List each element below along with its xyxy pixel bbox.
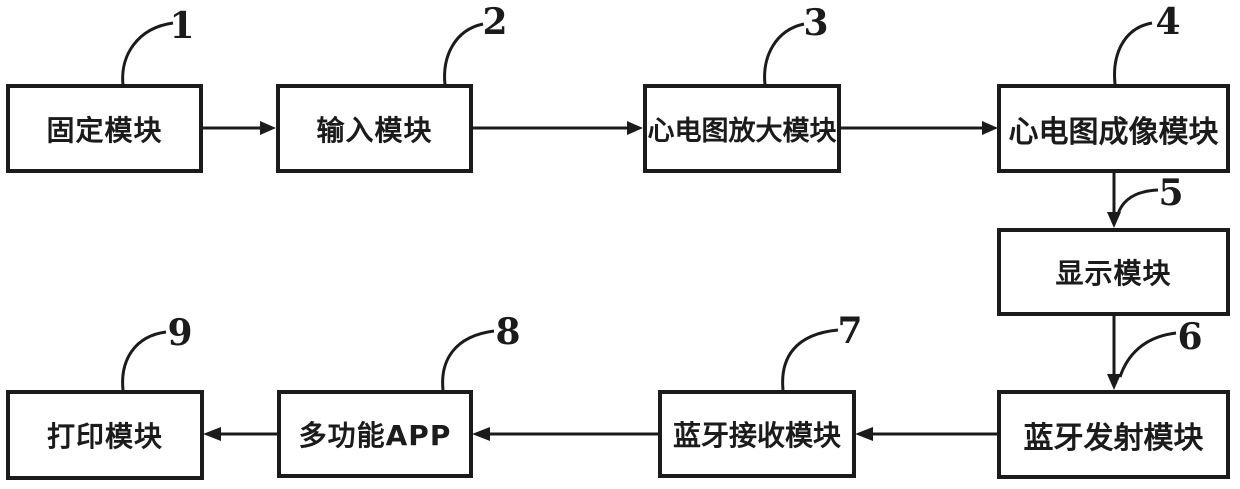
callout-number-9: 9 [167, 312, 193, 354]
leader-line-9 [121, 330, 167, 391]
arrow-5-to-6 [1107, 315, 1121, 390]
module-label: 输入模块 [316, 113, 433, 147]
module-box-fixing: 固定模块 [6, 84, 203, 173]
callout-number-2: 2 [482, 1, 508, 43]
leader-line-1 [121, 21, 174, 86]
leader-line-7 [781, 328, 839, 391]
module-box-bluetooth-receive: 蓝牙接收模块 [658, 390, 856, 478]
callout-number-3: 3 [803, 2, 829, 44]
leader-line-4 [1113, 21, 1153, 85]
module-label: 心电图成像模块 [1008, 114, 1219, 150]
module-label: 蓝牙接收模块 [672, 419, 841, 452]
leader-line-5 [1116, 188, 1159, 215]
module-label: 心电图放大模块 [647, 116, 837, 147]
module-label: 固定模块 [46, 113, 163, 147]
callout-number-7: 7 [837, 310, 863, 352]
arrow-6-to-7 [855, 427, 998, 441]
module-box-bluetooth-transmit: 蓝牙发射模块 [997, 390, 1230, 479]
arrow-3-to-4 [840, 121, 998, 135]
leader-line-6 [1118, 331, 1177, 378]
arrow-1-to-2 [203, 121, 276, 135]
leader-line-8 [441, 329, 495, 391]
module-box-ecg-amplify: 心电图放大模块 [643, 84, 841, 173]
module-label: 显示模块 [1055, 257, 1172, 290]
callout-number-5: 5 [1158, 172, 1184, 214]
arrow-7-to-8 [472, 427, 658, 441]
module-box-print: 打印模块 [6, 390, 204, 480]
callout-number-8: 8 [495, 311, 521, 353]
arrow-8-to-9 [203, 427, 277, 441]
callout-number-4: 4 [1155, 1, 1181, 43]
module-box-multifunction-app: 多功能APP [277, 390, 473, 478]
callout-number-6: 6 [1177, 316, 1203, 358]
module-box-input: 输入模块 [276, 84, 473, 173]
leader-line-3 [763, 22, 805, 86]
module-box-display: 显示模块 [997, 228, 1230, 316]
arrow-4-to-5 [1107, 172, 1121, 228]
module-label: 多功能APP [298, 419, 452, 452]
module-box-ecg-imaging: 心电图成像模块 [997, 84, 1230, 173]
module-label: 打印模块 [46, 420, 163, 453]
arrow-2-to-3 [472, 121, 643, 135]
module-label: 蓝牙发射模块 [1023, 420, 1204, 456]
leader-line-2 [443, 22, 484, 86]
callout-number-1: 1 [169, 5, 195, 47]
